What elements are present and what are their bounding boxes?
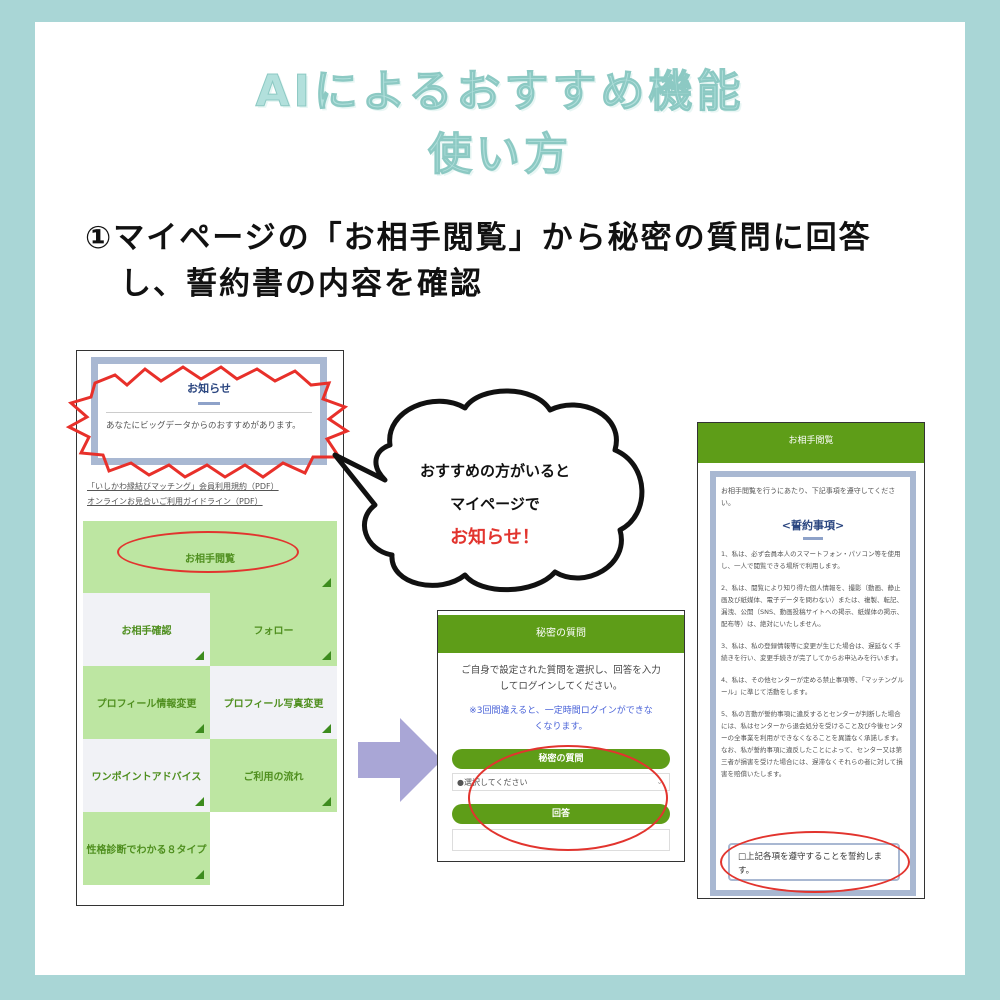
menu-tile-profile-photo[interactable]: プロフィール写真変更 [210,666,337,739]
pledge-item: 1、私は、必ず会員本人のスマートフォン・パソコン等を使用し、一人で閲覧できる場所… [721,550,901,570]
secret-warning: ※3回間違えると、一定時間ログインができなくなります。 [469,706,653,732]
tile-label: 性格診断でわかる８タイプ [86,845,207,856]
tile-label: ご利用の流れ [243,772,304,783]
pledge-box: お相手閲覧を行うにあたり、下記事項を遵守してください。 <誓約事項> 1、私は、… [710,471,916,896]
pledge-screenshot: お相手閲覧 お相手閲覧を行うにあたり、下記事項を遵守してください。 <誓約事項>… [697,422,925,899]
mypage-screenshot: お知らせ あなたにビッグデータからのおすすめがあります。 「いしかわ縁結びマッチ… [65,350,351,906]
step-text-line2: し、誓約書の内容を確認 [120,266,483,302]
notice-text: あなたにビッグデータからのおすすめがあります。 [106,412,312,433]
pledge-item: 5、私の言動が誓約事項に違反するとセンターが判断した場合には、私はセンターから退… [721,710,903,778]
highlight-oval [468,745,668,851]
highlight-oval [720,831,910,893]
divider [198,402,220,405]
bubble-line1: おすすめの方がいると [419,462,570,480]
pledge-header: お相手閲覧 [698,423,924,463]
step-text-line1: ①マイページの「お相手閲覧」から秘密の質問に回答 [85,220,872,256]
tile-label: プロフィール写真変更 [223,699,324,710]
menu-tile-profile-info[interactable]: プロフィール情報変更 [83,666,210,739]
pledge-intro: お相手閲覧を行うにあたり、下記事項を遵守してください。 [721,487,896,507]
menu-tile-advice[interactable]: ワンポイントアドバイス [83,739,210,812]
divider [803,537,823,540]
pledge-title: <誓約事項> [781,519,845,532]
tile-label: ワンポイントアドバイス [91,772,202,783]
secret-header: 秘密の質問 [438,615,684,653]
menu-tile-follow[interactable]: フォロー [210,593,337,666]
menu-tile-partner-check[interactable]: お相手確認 [83,593,210,666]
thought-bubble-icon [332,388,645,593]
tile-label: フォロー [253,626,294,637]
bubble-line3: お知らせ！ [450,527,540,548]
tile-label: プロフィール情報変更 [96,699,197,710]
bubble-line2: マイページで [450,495,540,513]
secret-question-screenshot: 秘密の質問 ご自身で設定された質問を選択し、回答を入力してログインしてください。… [437,610,685,862]
menu-tile-personality[interactable]: 性格診断でわかる８タイプ [83,812,210,885]
starburst-highlight-icon [65,365,351,479]
secret-instruction: ご自身で設定された質問を選択し、回答を入力してログインしてください。 [461,665,661,692]
highlight-oval [117,531,299,573]
tile-label: お相手確認 [121,626,172,637]
terms-link[interactable]: 「いしかわ縁結びマッチング」会員利用規約（PDF） [87,482,279,491]
guideline-link[interactable]: オンラインお見合いご利用ガイドライン（PDF） [87,497,263,506]
pledge-item: 4、私は、その他センターが定める禁止事項等、「マッチングルール」に準じて活動をし… [721,676,904,696]
arrow-right-icon [358,718,442,802]
title-line2: 使い方 [428,129,572,181]
pledge-item: 2、私は、閲覧により知り得た個人情報を、撮影（動画、静止画及び紙媒体、電子データ… [721,584,904,628]
title-line1: AIによるおすすめ機能 [255,66,745,118]
notice-title: お知らせ [187,382,231,395]
menu-tile-flow[interactable]: ご利用の流れ [210,739,337,812]
pledge-item: 3、私は、私の登録情報等に変更が生じた場合は、遅延なく手続きを行い、変更手続きが… [721,642,903,662]
